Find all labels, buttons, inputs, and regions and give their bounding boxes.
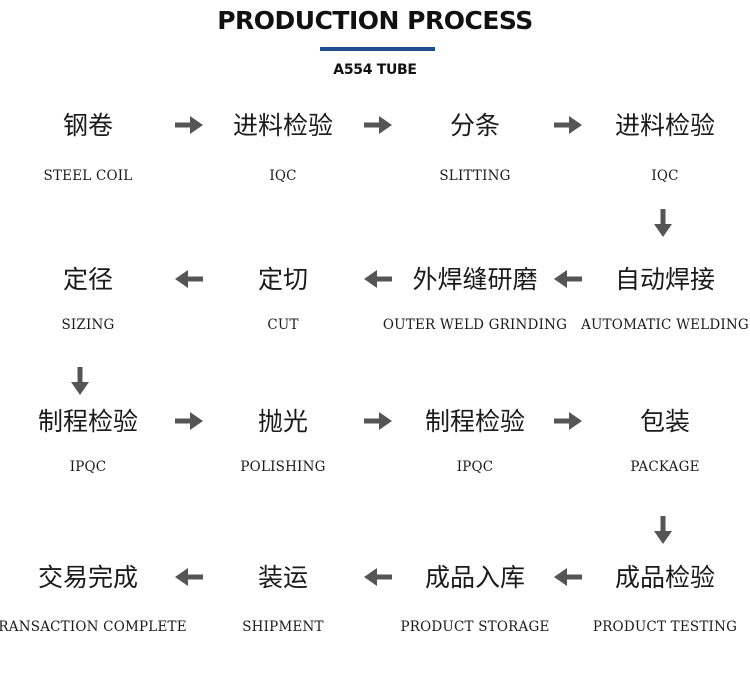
step-label-en: PRODUCT STORAGE <box>400 619 550 635</box>
step-label-en: PRODUCT TESTING <box>592 619 738 635</box>
arrow-left-icon <box>175 269 203 289</box>
step-label-en: TRANSACTION COMPLETE <box>0 619 187 635</box>
page-title: PRODUCTION PROCESS <box>217 6 533 35</box>
arrow-left-icon <box>554 567 582 587</box>
step-label-en: SIZING <box>61 317 115 333</box>
page-subtitle: A554 TUBE <box>333 62 417 78</box>
step-label-en: OUTER WELD GRINDING <box>382 317 568 333</box>
arrow-down-icon <box>653 516 673 544</box>
arrow-left-icon <box>554 269 582 289</box>
step-label-cn: 抛光 <box>257 407 308 436</box>
step-label-en: SHIPMENT <box>242 619 324 635</box>
step-label-cn: 钢卷 <box>62 111 113 140</box>
step-label-cn: 进料检验 <box>614 111 715 140</box>
step-label-en: IQC <box>651 168 679 184</box>
step-label-cn: 制程检验 <box>424 407 525 436</box>
step-label-en: IPQC <box>69 459 107 475</box>
arrow-left-icon <box>364 269 392 289</box>
step-label-cn: 进料检验 <box>232 111 333 140</box>
step-label-en: SLITTING <box>439 168 511 184</box>
arrow-right-icon <box>554 411 582 431</box>
arrow-left-icon <box>364 567 392 587</box>
step-label-en: POLISHING <box>240 459 326 475</box>
arrow-down-icon <box>653 209 673 237</box>
arrow-left-icon <box>175 567 203 587</box>
step-label-en: IQC <box>269 168 297 184</box>
step-label-cn: 定切 <box>257 265 308 294</box>
arrow-right-icon <box>364 411 392 431</box>
arrow-right-icon <box>175 115 203 135</box>
arrow-right-icon <box>175 411 203 431</box>
step-label-cn: 自动焊接 <box>614 265 715 294</box>
step-label-cn: 成品检验 <box>614 563 715 592</box>
step-label-cn: 包装 <box>639 407 690 436</box>
arrow-right-icon <box>554 115 582 135</box>
step-label-cn: 分条 <box>449 111 500 140</box>
step-label-en: PACKAGE <box>630 459 700 475</box>
step-label-cn: 定径 <box>62 265 113 294</box>
step-label-en: STEEL COIL <box>43 168 133 184</box>
step-label-cn: 制程检验 <box>37 407 138 436</box>
step-label-cn: 交易完成 <box>37 563 138 592</box>
step-label-en: CUT <box>267 317 299 333</box>
arrow-down-icon <box>70 367 90 395</box>
title-underline <box>320 47 435 51</box>
step-label-cn: 成品入库 <box>424 563 525 592</box>
step-label-cn: 外焊缝研磨 <box>412 265 538 294</box>
step-label-en: AUTOMATIC WELDING <box>581 317 749 333</box>
step-label-cn: 装运 <box>257 563 308 592</box>
step-label-en: IPQC <box>456 459 494 475</box>
arrow-right-icon <box>364 115 392 135</box>
